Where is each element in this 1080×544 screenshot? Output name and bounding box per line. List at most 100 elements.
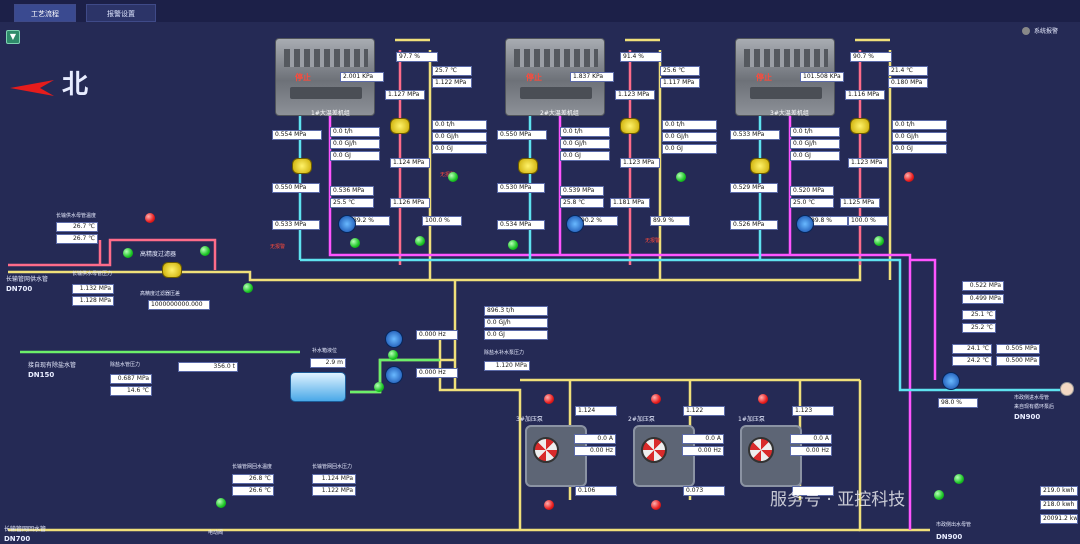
e2-p2: 1.123 MPa bbox=[615, 90, 655, 100]
system-alarm-indicator bbox=[1022, 27, 1030, 35]
e1-p7: 1.126 MPa bbox=[390, 198, 430, 208]
electric-valve-label: 电动阀 bbox=[208, 530, 224, 536]
header-status-dot bbox=[243, 283, 253, 293]
e3-p5: 0.529 MPa bbox=[730, 183, 778, 193]
e2-t-top: 91.4 % bbox=[620, 52, 662, 62]
main-heat-rate: 0.0 GJ/h bbox=[484, 318, 548, 328]
e2-pct1: 90.2 % bbox=[578, 216, 618, 226]
energy-2: 218.0 kwh bbox=[1040, 500, 1078, 510]
booster-2-top-dot bbox=[651, 394, 661, 404]
softwater-pipe-label: 接自现有除盐水管 bbox=[28, 362, 77, 369]
municipal-pump-icon[interactable] bbox=[942, 372, 960, 390]
e2-q1: 0.0 GJ/h bbox=[560, 139, 610, 149]
booster-1-hz: 0.00 Hz bbox=[790, 446, 832, 456]
tab-process-flow[interactable]: 工艺流程 bbox=[14, 4, 76, 22]
e1-p3: 0.554 MPa bbox=[272, 130, 322, 140]
inlet-pipe-sub: 来自现有循环泵后 bbox=[1014, 404, 1055, 410]
makeup-pump-2-icon[interactable] bbox=[385, 366, 403, 384]
e2-flow: 0.0 t/h bbox=[560, 127, 610, 137]
e3-f2: 0.0 GJ/h bbox=[892, 132, 947, 142]
north-arrow-icon bbox=[10, 80, 54, 96]
energy-3: 20091.2 kwh bbox=[1040, 514, 1078, 524]
booster-1-pump[interactable] bbox=[740, 425, 802, 487]
e3-filter-icon-2 bbox=[750, 158, 770, 174]
system-alarm-label: 系统报警 bbox=[1034, 28, 1059, 35]
makeup-press: 1.120 MPa bbox=[484, 361, 530, 371]
e3-f1: 0.0 t/h bbox=[892, 120, 947, 130]
e1-p2: 1.127 MPa bbox=[385, 90, 425, 100]
e2-q2: 0.0 GJ bbox=[560, 151, 610, 161]
e1-status-dot-3 bbox=[350, 238, 360, 248]
e2-t1: 25.6 ℃ bbox=[660, 66, 700, 76]
right-temp-a: 24.1 ℃ bbox=[952, 344, 992, 354]
engine-1-image[interactable] bbox=[275, 38, 375, 116]
main-heat: 0.0 GJ bbox=[484, 330, 548, 340]
water-tank-icon[interactable] bbox=[290, 372, 346, 402]
e1-f2: 0.0 GJ/h bbox=[432, 132, 487, 142]
e1-f3: 0.0 GJ bbox=[432, 144, 487, 154]
supply-press-2: 1.128 MPa bbox=[72, 296, 114, 306]
supply-temp-1: 26.7 ℃ bbox=[56, 222, 98, 232]
e2-status-dot-2 bbox=[508, 240, 518, 250]
return-press-1: 1.124 MPa bbox=[312, 474, 356, 484]
booster-3-name: 3#加压泵 bbox=[516, 416, 543, 423]
makeup-pump-1-icon[interactable] bbox=[385, 330, 403, 348]
e3-pct1: 89.8 % bbox=[808, 216, 848, 226]
booster-1-amp: 0.0 A bbox=[790, 434, 832, 444]
tab-alarm-settings[interactable]: 报警设置 bbox=[86, 4, 156, 22]
e1-filter-icon bbox=[390, 118, 410, 134]
booster-1-p-top: 1.123 bbox=[792, 406, 834, 416]
outlet-pipe-dn: DN900 bbox=[936, 533, 963, 541]
booster-3-p-top: 1.124 bbox=[575, 406, 617, 416]
softwater-temp: 14.6 ℃ bbox=[110, 386, 152, 396]
tank-flow: 356.0 t bbox=[178, 362, 238, 372]
booster-1-fan-icon bbox=[748, 437, 774, 463]
booster-3-bot-dot bbox=[544, 500, 554, 510]
booster-2-hz: 0.00 Hz bbox=[682, 446, 724, 456]
e2-p6: 0.539 MPa bbox=[560, 186, 604, 196]
e2-filter-icon-2 bbox=[518, 158, 538, 174]
e1-p5: 0.550 MPa bbox=[272, 183, 320, 193]
e1-q1: 0.0 GJ/h bbox=[330, 139, 380, 149]
hp-filter-dp-value: 1000000000.000 bbox=[148, 300, 210, 310]
e1-p4: 1.124 MPa bbox=[390, 158, 430, 168]
e1-p-out: 1.122 MPa bbox=[432, 78, 472, 88]
engine-3-name: 3#大温差机组 bbox=[770, 110, 809, 117]
booster-2-fan-icon bbox=[641, 437, 667, 463]
energy-1: 219.0 kwh bbox=[1040, 486, 1078, 496]
e3-p6: 0.520 MPa bbox=[790, 186, 834, 196]
filter-icon[interactable]: ▼ bbox=[6, 30, 20, 44]
e2-p-out: 1.117 MPa bbox=[660, 78, 700, 88]
makeup-pump-2-dot bbox=[374, 382, 384, 392]
e1-pump-icon[interactable] bbox=[338, 215, 356, 233]
e2-f3: 0.0 GJ bbox=[662, 144, 717, 154]
e1-p8: 0.533 MPa bbox=[272, 220, 320, 230]
e2-p1: 1.837 KPa bbox=[570, 72, 614, 82]
right-press-a: 0.505 MPa bbox=[996, 344, 1040, 354]
hp-filter-icon[interactable] bbox=[162, 262, 182, 278]
softwater-pipe-dn: DN150 bbox=[28, 371, 55, 379]
e1-t1: 25.7 ℃ bbox=[432, 66, 472, 76]
e3-p-out: 0.180 MPa bbox=[888, 78, 928, 88]
outlet-pipe-label: 市政侧出水母管 bbox=[936, 522, 972, 528]
filter-status-dot bbox=[200, 246, 210, 256]
e2-f2: 0.0 GJ/h bbox=[662, 132, 717, 142]
makeup-pump-1-dot bbox=[388, 350, 398, 360]
e2-pump-icon[interactable] bbox=[566, 215, 584, 233]
supply-press-label: 长输供水母管压力 bbox=[72, 271, 113, 277]
e1-f1: 0.0 t/h bbox=[432, 120, 487, 130]
supply-pipe-label: 长输管网供水管 bbox=[6, 276, 49, 283]
supply-status-dot bbox=[123, 248, 133, 258]
e3-pump-icon[interactable] bbox=[796, 215, 814, 233]
return-temp-2: 26.6 ℃ bbox=[232, 486, 274, 496]
e3-t1: 21.4 ℃ bbox=[888, 66, 928, 76]
inlet-pipe-label: 市政侧进水母管 bbox=[1014, 395, 1050, 401]
booster-1-p-bot bbox=[792, 486, 834, 496]
avatar[interactable] bbox=[1060, 382, 1074, 396]
return-press-2: 1.122 MPa bbox=[312, 486, 356, 496]
e1-status-dot bbox=[448, 172, 458, 182]
tank-level: 2.9 m bbox=[310, 358, 346, 368]
return-press-label: 长输管网回水压力 bbox=[312, 464, 353, 470]
booster-2-pump[interactable] bbox=[633, 425, 695, 487]
e3-pct2: 100.0 % bbox=[848, 216, 888, 226]
